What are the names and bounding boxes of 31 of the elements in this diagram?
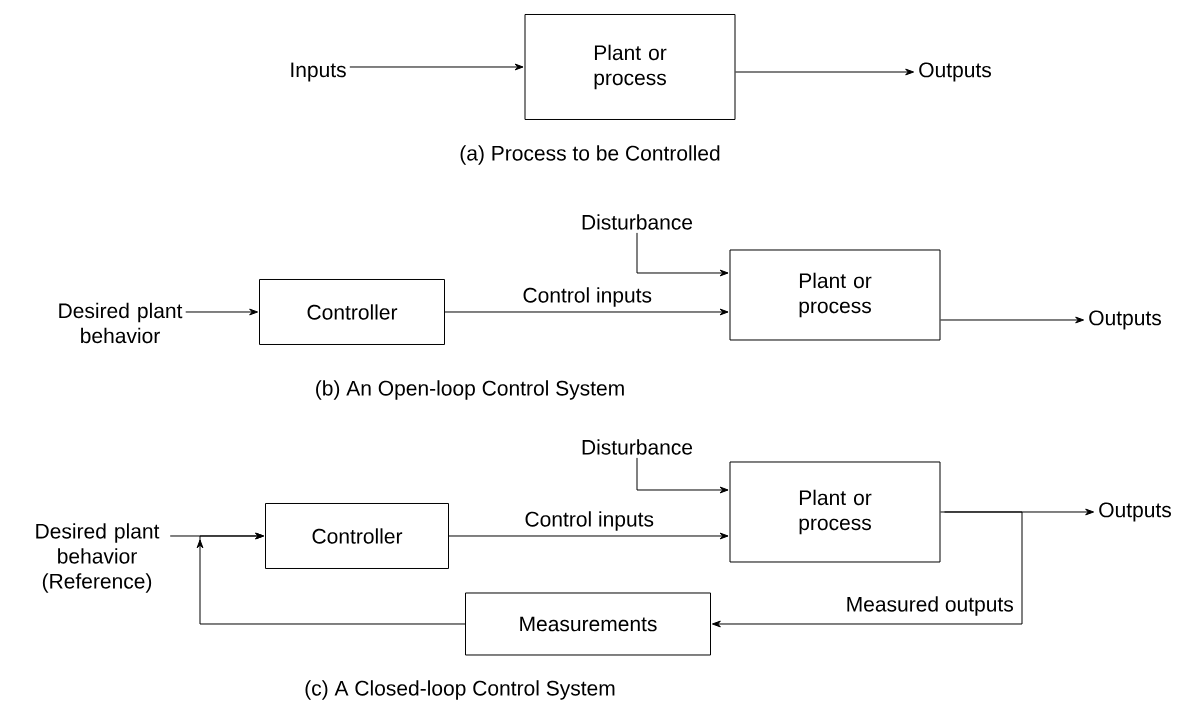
edge-label: Control inputs: [525, 511, 654, 531]
process-box: Plant or process: [729, 249, 941, 341]
process-box: Controller: [259, 279, 445, 345]
arrow: [735, 68, 915, 76]
arrow: [349, 63, 524, 71]
process-box: Measurements: [465, 592, 711, 656]
signal-label: Outputs: [1089, 310, 1161, 330]
arrow: [185, 308, 259, 316]
process-box: Controller: [265, 503, 449, 569]
caption: (b) An Open-loop Control System: [316, 380, 624, 400]
edge-label: Measured outputs: [847, 596, 1013, 616]
arrow: [940, 508, 1095, 516]
signal-label: Desired plant behavior (Reference): [36, 523, 160, 593]
process-box: Plant or process: [729, 461, 941, 563]
signal-label: Disturbance: [582, 214, 693, 230]
arrow: [711, 511, 1023, 628]
caption: (c) A Closed-loop Control System: [305, 680, 615, 700]
signal-label: Outputs: [1099, 502, 1171, 522]
arrow: [196, 532, 466, 625]
process-box: Plant or process: [524, 14, 736, 120]
arrow: [444, 308, 729, 316]
arrow: [448, 532, 729, 540]
arrow: [636, 457, 729, 494]
arrow: [940, 316, 1085, 324]
signal-label: Disturbance: [582, 439, 693, 455]
signal-label: Inputs: [291, 62, 346, 82]
edge-label: Control inputs: [523, 287, 652, 307]
arrow: [636, 232, 729, 277]
signal-label: Outputs: [919, 62, 991, 82]
signal-label: Desired plant behavior: [59, 302, 183, 344]
caption: (a) Process to be Controlled: [460, 145, 720, 165]
